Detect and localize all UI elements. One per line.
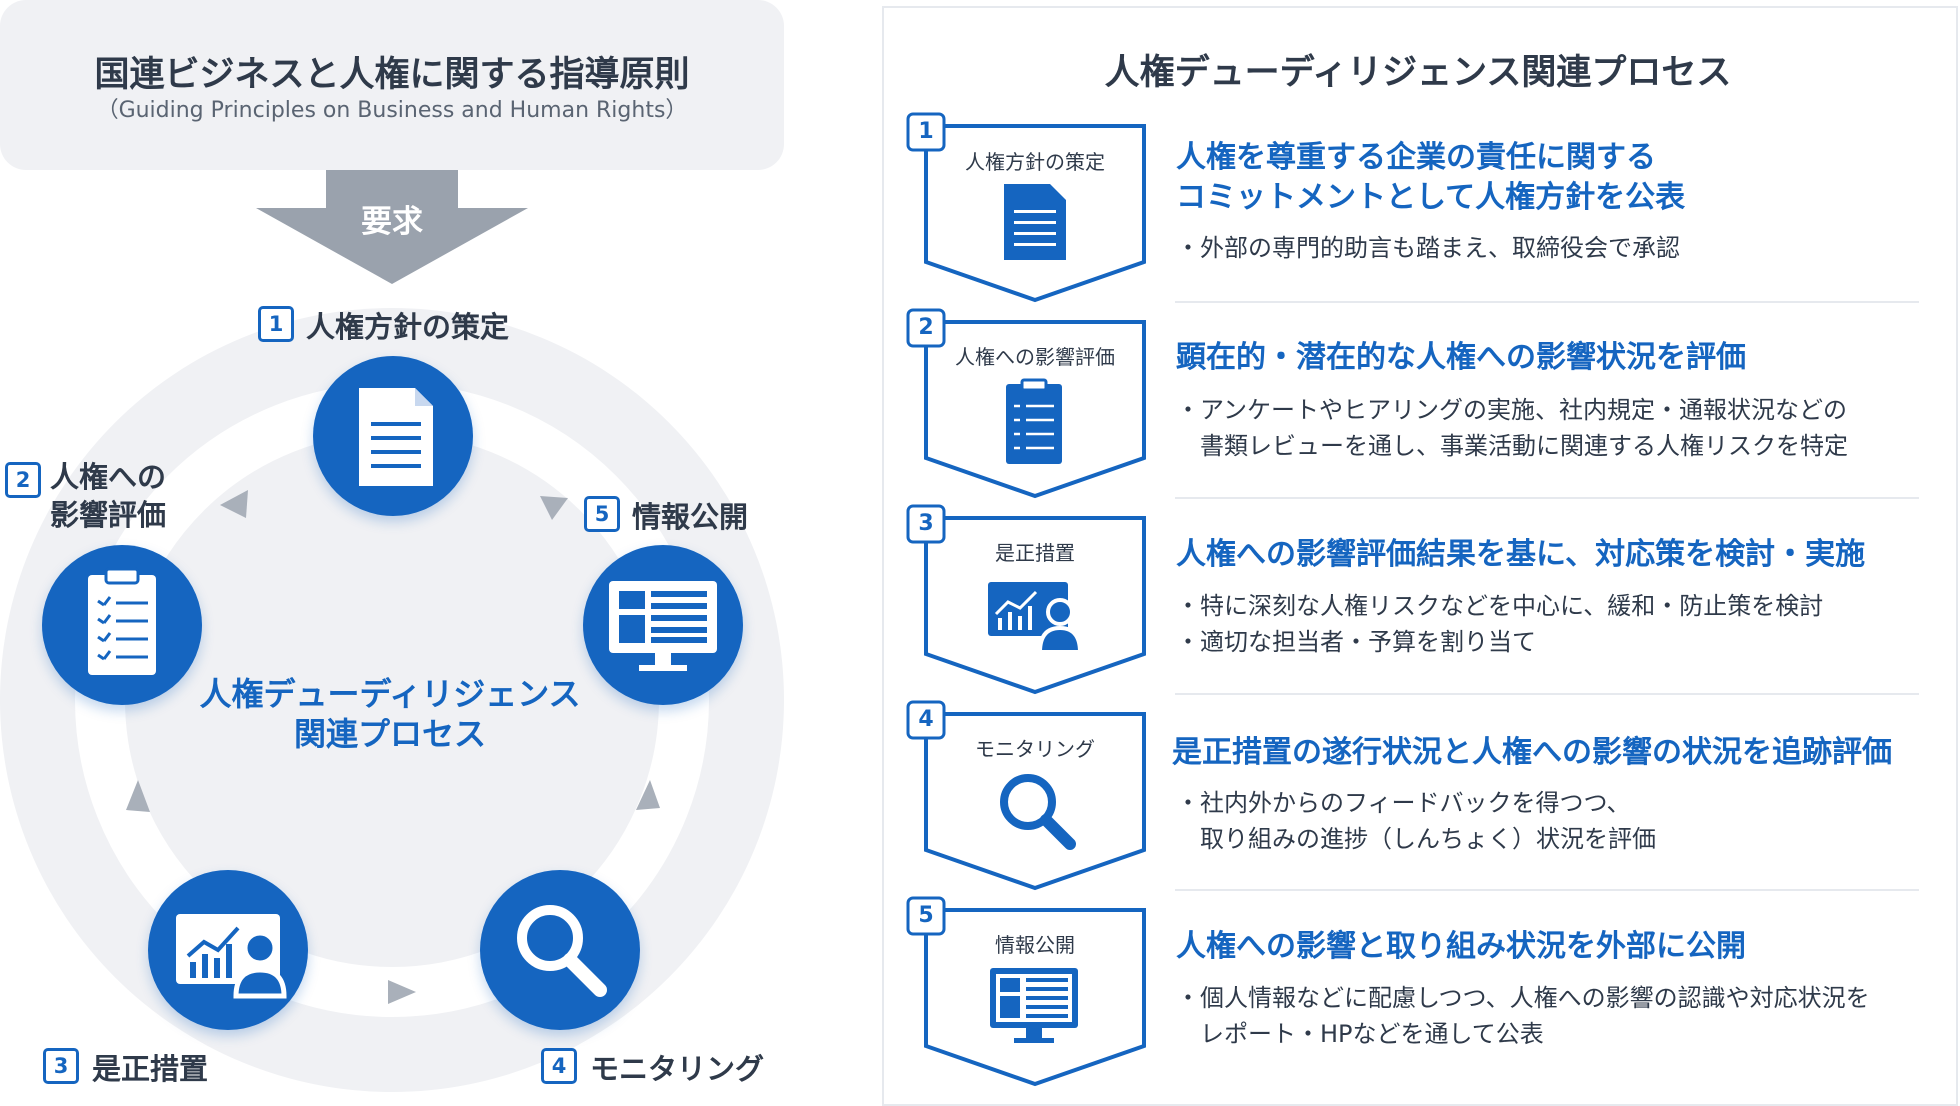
chart-person-icon [988, 582, 1083, 654]
monitor-icon [990, 968, 1078, 1043]
magnifier-icon [517, 905, 607, 997]
cycle-step-2-label: 人権への 影響評価 [50, 460, 167, 532]
process-title: 人権デューディリジェンス関連プロセス [1104, 53, 1732, 93]
process-4-number: 4 [918, 707, 934, 732]
cycle-step-3-circle [148, 870, 308, 1030]
process-4-shield-label: モニタリング [975, 737, 1095, 761]
cycle-step-2-number: 2 [5, 462, 41, 498]
process-2-shield [906, 308, 1146, 499]
cycle-center-text: 人権デューディリジェンス 関連プロセス [199, 675, 581, 753]
cycle-arrow-3-4 [388, 980, 416, 1004]
document-icon [359, 388, 433, 486]
cycle-arrow-5-1 [540, 496, 568, 520]
cycle-step-4-circle [480, 870, 640, 1030]
process-5-bullets: ・個人情報などに配慮しつつ、人権への影響の認識や対応状況を レポート・HPなどを… [1176, 984, 1870, 1048]
cycle-arrow-4-5 [636, 780, 660, 810]
process-5-number: 5 [918, 903, 934, 928]
process-1-number: 1 [918, 119, 934, 144]
magnifier-icon [1000, 774, 1076, 850]
process-5-shield-label: 情報公開 [995, 933, 1075, 957]
process-1-shield [906, 112, 1146, 303]
cycle-step-3-label: 是正措置 [92, 1052, 209, 1086]
cycle-step-5-label: 情報公開 [632, 500, 749, 534]
cycle-step-3-number: 3 [43, 1048, 79, 1084]
process-divider-1 [1175, 301, 1919, 303]
process-divider-4 [1175, 889, 1919, 891]
process-1-shield-label: 人権方針の策定 [965, 150, 1105, 174]
process-5-shield [906, 896, 1146, 1087]
requirement-label: 要求 [361, 204, 423, 240]
process-5-title: 人権への影響と取り組み状況を外部に公開 [1176, 929, 1746, 964]
cycle-step-5-number: 5 [584, 496, 620, 532]
clipboard-icon [1006, 378, 1062, 464]
process-4-shield [906, 700, 1146, 891]
document-icon [1004, 184, 1066, 260]
process-4-bullets: ・社内外からのフィードバックを得つつ、 取り組みの進捗（しんちょく）状況を評価 [1176, 789, 1656, 853]
process-3-shield [906, 504, 1146, 695]
process-3-bullets: ・特に深刻な人権リスクなどを中心に、緩和・防止策を検討 ・適切な担当者・予算を割… [1176, 592, 1824, 656]
cycle-step-1-label: 人権方針の策定 [306, 310, 510, 344]
clipboard-icon [88, 567, 156, 675]
process-divider-3 [1175, 693, 1919, 695]
cycle-step-1-circle [313, 356, 473, 516]
process-2-bullets: ・アンケートやヒアリングの実施、社内規定・通報状況などの 書類レビューを通し、事… [1176, 396, 1848, 460]
guiding-principles-title: 国連ビジネスと人権に関する指導原則 [94, 55, 690, 95]
process-divider-2 [1175, 497, 1919, 499]
cycle-step-4-label: モニタリング [590, 1052, 765, 1086]
guiding-principles-subtitle: （Guiding Principles on Business and Huma… [96, 98, 688, 123]
cycle-step-5-circle [583, 545, 743, 705]
cycle-arrow-2-3 [126, 780, 150, 812]
guiding-principles-box [0, 0, 784, 170]
process-3-shield-label: 是正措置 [995, 541, 1075, 565]
process-3-number: 3 [918, 511, 934, 536]
process-1-bullets: ・外部の専門的助言も踏まえ、取締役会で承認 [1176, 234, 1680, 262]
cycle-step-2-circle [42, 545, 202, 705]
cycle-arrow-1-2 [220, 490, 248, 518]
process-4-title: 是正措置の遂行状況と人権への影響の状況を追跡評価 [1172, 735, 1892, 770]
process-2-shield-label: 人権への影響評価 [955, 345, 1115, 369]
process-1-title: 人権を尊重する企業の責任に関する コミットメントとして人権方針を公表 [1176, 140, 1686, 215]
process-3-title: 人権への影響評価結果を基に、対応策を検討・実施 [1176, 537, 1866, 572]
cycle-step-1-number: 1 [258, 306, 294, 342]
process-2-title: 顕在的・潜在的な人権への影響状況を評価 [1176, 340, 1746, 375]
process-2-number: 2 [918, 315, 934, 340]
cycle-step-4-number: 4 [541, 1048, 577, 1084]
chart-person-icon [176, 914, 287, 999]
monitor-icon [609, 581, 717, 671]
requirement-arrow [256, 170, 528, 284]
